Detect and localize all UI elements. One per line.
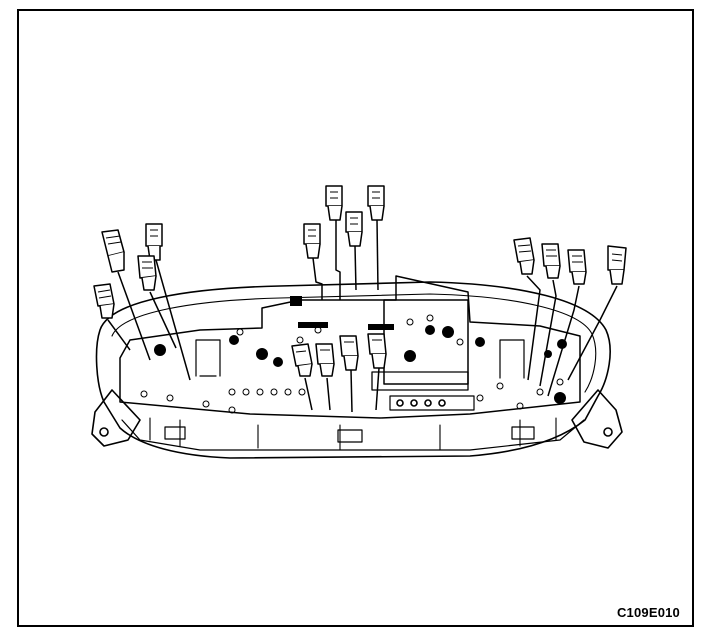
bulb-socket-right-4 (567, 245, 627, 381)
left-mounting-tab (91, 389, 141, 447)
board-pads (140, 314, 564, 414)
bulb-socket-center-5 (291, 343, 313, 411)
bulb-socket-center-3 (345, 211, 363, 291)
bulb-socket-left-2 (145, 223, 191, 381)
illustration-frame (17, 9, 694, 627)
right-mounting-tab (571, 389, 623, 449)
bulb-socket-center-8 (367, 333, 387, 411)
circuit-board (119, 275, 581, 419)
cluster-housing (95, 281, 611, 459)
bulb-socket-center-6 (315, 343, 335, 411)
bulb-socket-center-2 (367, 185, 385, 291)
board-components (154, 296, 567, 404)
bulb-socket-left-4 (93, 283, 131, 351)
figure-code-label: C109E010 (616, 605, 680, 620)
bulb-socket-right-1 (513, 237, 541, 381)
bulb-socket-center-4 (303, 223, 323, 300)
bulb-socket-center-7 (339, 335, 359, 413)
bulb-sockets (93, 185, 627, 413)
housing-lower-edge (121, 419, 585, 451)
bulb-socket-center-1 (325, 185, 343, 300)
